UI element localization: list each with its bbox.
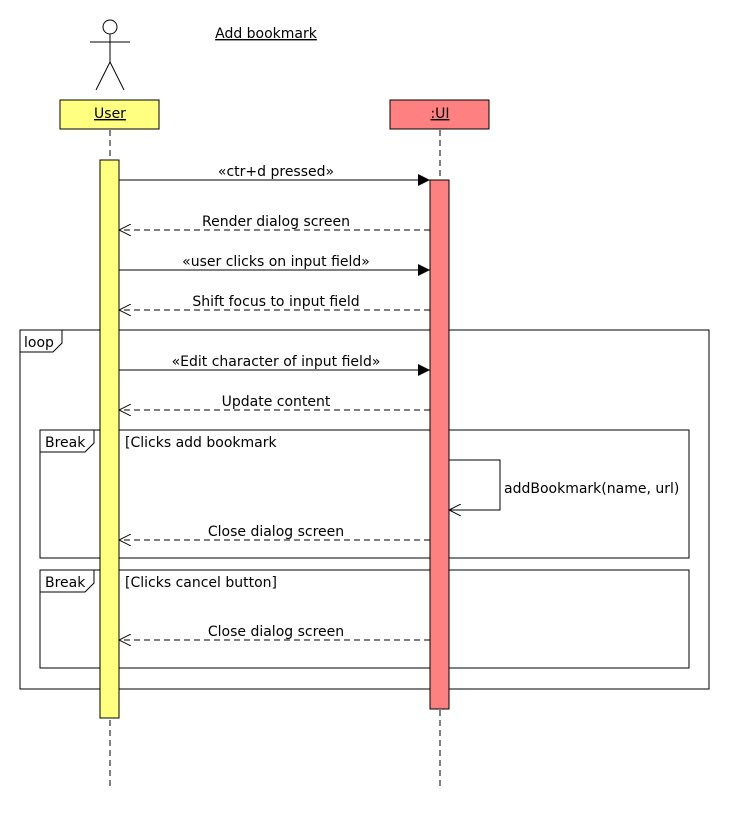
message-update-content: Update content	[119, 394, 430, 410]
message-render-dialog: Render dialog screen	[119, 214, 430, 230]
participant-user-label: User	[94, 106, 126, 122]
message-label: «Edit character of input field»	[172, 354, 381, 370]
message-edit-character: «Edit character of input field»	[119, 354, 430, 376]
fragment-break-add-guard: [Clicks add bookmark	[125, 435, 277, 451]
message-label: Shift focus to input field	[192, 294, 359, 310]
message-label: Close dialog screen	[208, 624, 344, 640]
fragment-break-cancel-guard: [Clicks cancel button]	[125, 575, 277, 591]
fragment-break-add: Break [Clicks add bookmark	[39, 429, 690, 559]
activation-ui	[429, 179, 450, 710]
message-label: Close dialog screen	[208, 524, 344, 540]
message-label: «ctr+d pressed»	[218, 164, 334, 180]
message-label: Render dialog screen	[202, 214, 350, 230]
message-label: «user clicks on input field»	[182, 254, 370, 270]
participant-ui: :UI	[389, 99, 490, 130]
message-ctrl-d: «ctr+d pressed»	[119, 164, 430, 186]
message-label: Update content	[222, 394, 331, 410]
message-click-input: «user clicks on input field»	[119, 254, 430, 276]
message-close-dialog-cancel: Close dialog screen	[119, 624, 430, 640]
message-close-dialog-add: Close dialog screen	[119, 524, 430, 540]
fragment-loop-operator: loop	[24, 335, 54, 351]
fragment-loop: loop	[19, 329, 710, 690]
message-add-bookmark-self: addBookmark(name, url)	[449, 459, 679, 510]
fragment-break-add-operator: Break	[45, 435, 86, 451]
participant-ui-label: :UI	[430, 106, 449, 122]
fragment-break-cancel-operator: Break	[45, 575, 86, 591]
activation-user	[99, 159, 120, 719]
diagram-title: Add bookmark	[215, 26, 318, 42]
actor-user-icon	[90, 19, 130, 91]
fragment-break-cancel: Break [Clicks cancel button]	[39, 569, 690, 669]
message-shift-focus: Shift focus to input field	[119, 294, 430, 310]
participant-user: User	[59, 99, 160, 130]
message-label: addBookmark(name, url)	[504, 481, 679, 497]
